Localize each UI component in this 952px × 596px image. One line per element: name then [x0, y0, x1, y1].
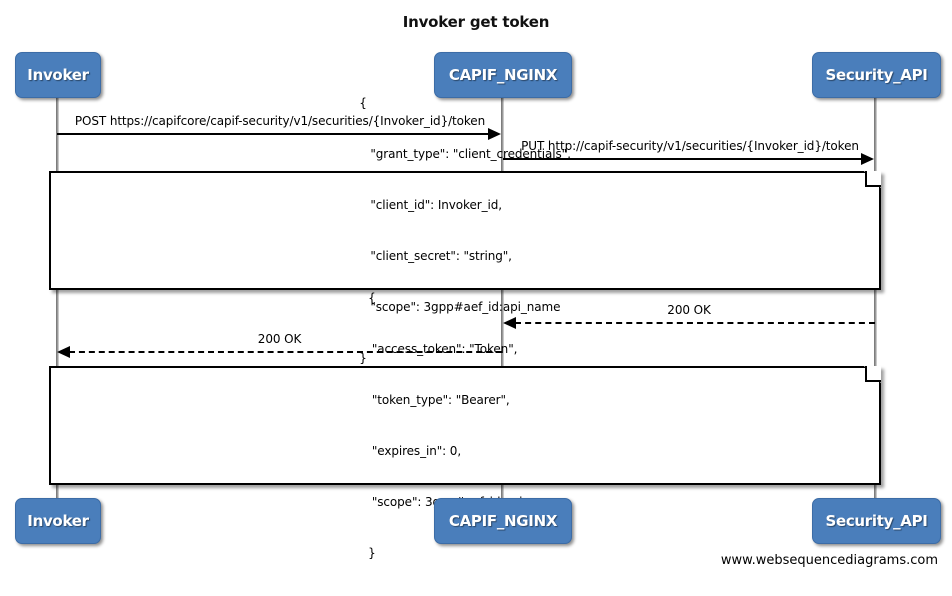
lifeline-capif-nginx — [501, 96, 504, 498]
message-200-ok-invoker-arrowhead — [57, 346, 70, 358]
message-200-ok-invoker-label: 200 OK — [257, 332, 302, 346]
message-post-token[interactable]: POST https://capifcore/capif-security/v1… — [57, 114, 503, 140]
note-line: "access_token": "Token", — [368, 341, 518, 356]
actor-label-invoker-bottom: Invoker — [27, 512, 89, 530]
message-post-token-label: POST https://capifcore/capif-security/v1… — [74, 114, 486, 128]
note-line: "client_id": Invoker_id, — [359, 197, 502, 212]
lifeline-invoker — [56, 96, 59, 498]
note-line: { — [368, 290, 376, 305]
message-post-token-line — [57, 133, 490, 135]
note-line: } — [359, 350, 367, 365]
note-line: "grant_type": "client_credentials", — [359, 146, 571, 161]
actor-box-capif-nginx-top[interactable]: CAPIF_NGINX — [434, 52, 572, 98]
actor-box-security-api-top[interactable]: Security_API — [812, 52, 941, 98]
actor-box-invoker-bottom[interactable]: Invoker — [15, 498, 101, 544]
note-response-fold-corner-icon — [865, 366, 881, 382]
actor-label-security-api-bottom: Security_API — [825, 512, 928, 530]
message-200-ok-security-api-arrowhead — [503, 317, 516, 329]
note-request-body: { "grant_type": "client_credentials", "c… — [49, 96, 881, 365]
note-line: { — [359, 95, 367, 110]
note-line: "token_type": "Bearer", — [368, 392, 510, 407]
note-line: "expires_in": 0, — [368, 443, 462, 458]
diagram-title: Invoker get token — [402, 13, 550, 31]
actor-label-capif-nginx-top: CAPIF_NGINX — [448, 66, 558, 84]
actor-box-capif-nginx-bottom[interactable]: CAPIF_NGINX — [434, 498, 572, 544]
message-put-token-label: PUT http://capif-security/v1/securities/… — [521, 139, 859, 153]
note-response-body-text: { "access_token": "Token", "token_type":… — [368, 256, 562, 596]
note-line: } — [368, 545, 376, 560]
actor-label-capif-nginx-bottom: CAPIF_NGINX — [448, 512, 558, 530]
actor-label-invoker-top: Invoker — [27, 66, 89, 84]
message-200-ok-security-api-label: 200 OK — [667, 303, 711, 317]
note-line: "client_secret": "string", — [359, 248, 512, 263]
message-post-token-arrowhead — [488, 128, 501, 140]
sequence-diagram-canvas: Invoker get token Invoker CAPIF_NGINX Se… — [15, 13, 941, 568]
message-200-ok-invoker-line — [69, 351, 502, 353]
message-200-ok-invoker[interactable]: 200 OK — [57, 332, 502, 358]
message-put-token-arrowhead — [861, 153, 874, 165]
note-line: "scope": 3gpp#aef_id:api_name — [359, 299, 561, 314]
message-200-ok-security-api[interactable]: 200 OK — [503, 303, 875, 329]
message-put-token-line — [503, 158, 863, 160]
footer-watermark: www.websequencediagrams.com — [720, 553, 938, 568]
actor-label-security-api-top: Security_API — [825, 66, 928, 84]
actor-box-security-api-bottom[interactable]: Security_API — [812, 498, 941, 544]
message-200-ok-security-api-line — [515, 322, 875, 324]
actor-box-invoker-top[interactable]: Invoker — [15, 52, 101, 98]
lifeline-security-api — [874, 96, 877, 498]
message-put-token[interactable]: PUT http://capif-security/v1/securities/… — [503, 139, 877, 165]
note-request-fold-corner-icon — [865, 171, 881, 187]
note-response-body: { "access_token": "Token", "token_type":… — [49, 291, 881, 560]
note-request-body-text: { "grant_type": "client_credentials", "c… — [359, 61, 571, 401]
